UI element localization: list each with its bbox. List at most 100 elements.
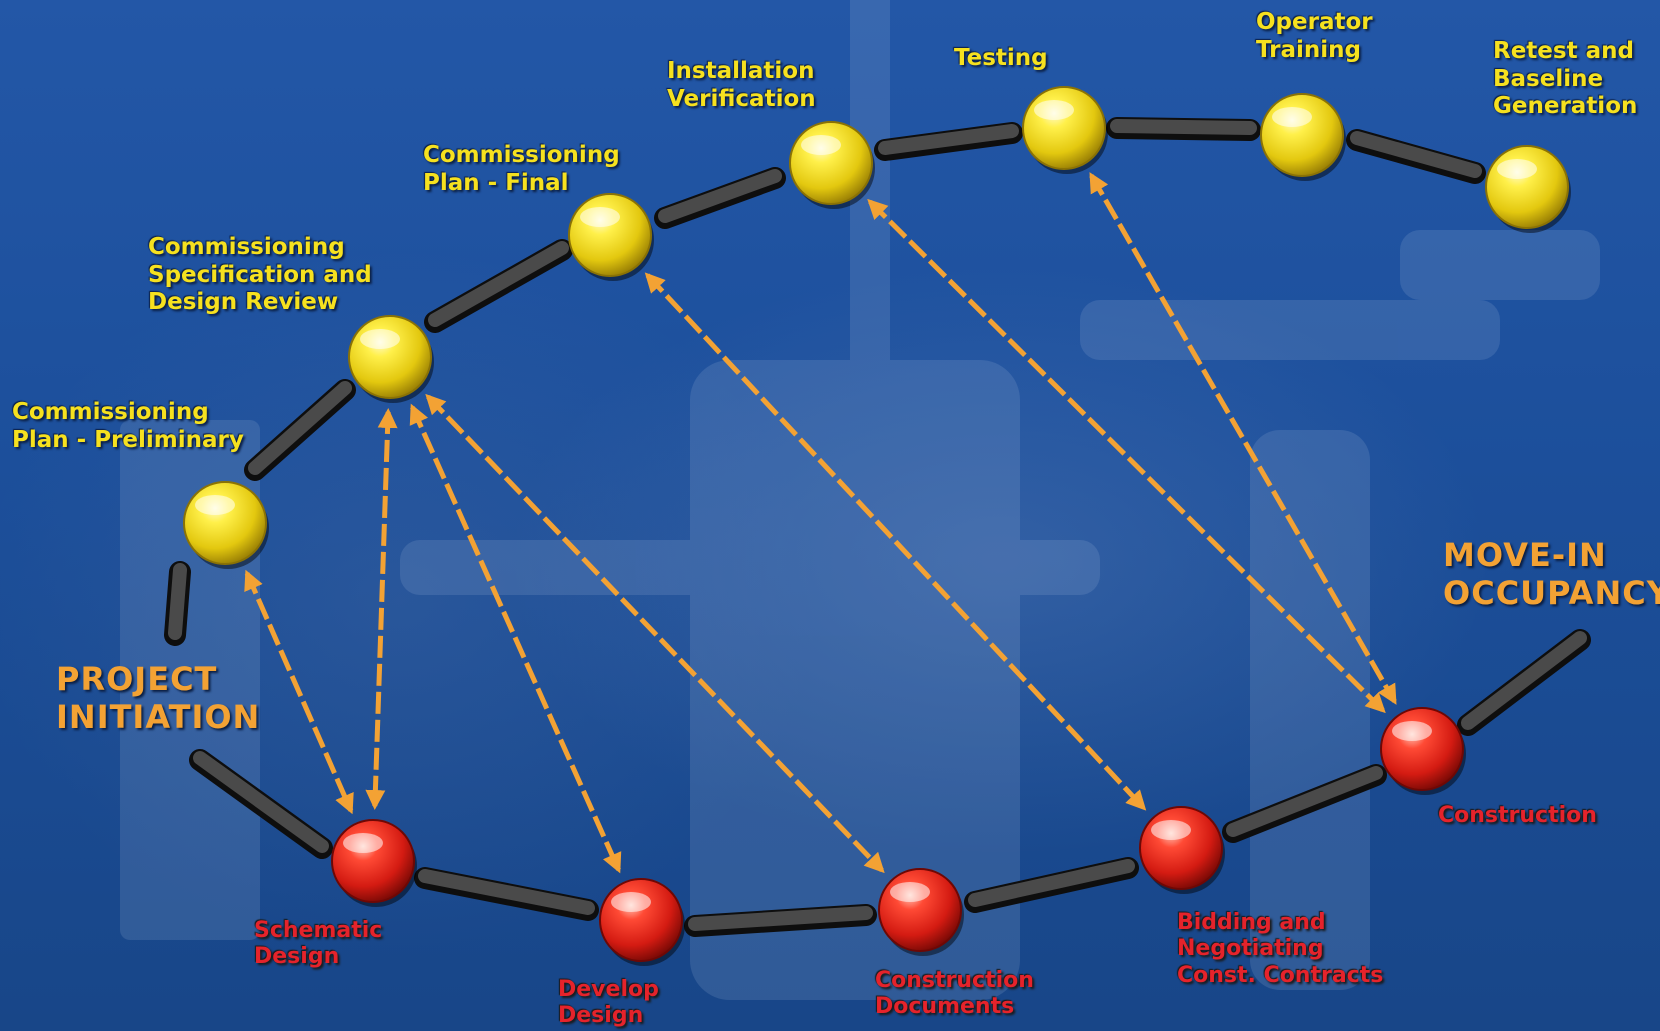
node-highlight (611, 892, 651, 912)
label-line: Generation (1493, 93, 1638, 120)
node-highlight (890, 882, 930, 902)
label-line: Design (558, 1003, 644, 1029)
label-line: Construction (1438, 803, 1597, 828)
node-cx-plan-prelim (183, 481, 269, 569)
label-bidding: Bidding and Negotiating Const. Contracts (1177, 910, 1383, 989)
track-segment (968, 859, 1135, 907)
commissioning-node (1485, 145, 1569, 229)
track-segment (418, 869, 595, 915)
label-line: Construction (875, 968, 1034, 993)
label-line: Develop (558, 977, 659, 1002)
label-line: Baseline (1493, 65, 1604, 92)
label-line: Operator (1256, 9, 1373, 35)
label-line: Design Review (148, 289, 339, 316)
track-segment (878, 124, 1019, 155)
label-line: Negotiating (1177, 936, 1324, 962)
node-develop-design (599, 878, 685, 966)
label-construction-docs: Construction Documents (875, 968, 1034, 1021)
commissioning-node (348, 315, 432, 399)
commissioning-node (183, 481, 267, 565)
node-highlight (360, 329, 400, 349)
track-segment (1461, 631, 1587, 730)
label-operator-training: Operator Training (1256, 9, 1373, 64)
node-construction-docs (878, 868, 964, 956)
label-line: Verification (667, 85, 816, 112)
track-segment (688, 906, 873, 931)
node-highlight (1151, 820, 1191, 840)
project-node (1380, 707, 1464, 791)
process-track (164, 117, 1591, 937)
node-operator-training (1260, 93, 1346, 181)
project-node (1139, 806, 1223, 890)
node-construction (1380, 707, 1466, 795)
label-cx-plan-final: Commissioning Plan - Final (423, 142, 620, 197)
label-line: Retest and (1493, 38, 1634, 64)
dependency-arrow (644, 272, 1147, 811)
node-testing (1022, 86, 1108, 174)
dependency-arrow (365, 407, 398, 811)
node-bidding (1139, 806, 1225, 894)
node-highlight (1272, 107, 1312, 127)
node-schematic-design (331, 819, 417, 907)
node-highlight (801, 135, 841, 155)
node-highlight (1497, 159, 1537, 179)
label-line: Commissioning (12, 399, 209, 425)
node-cx-spec-review (348, 315, 434, 403)
phase-label-line: PROJECT (56, 660, 218, 698)
commissioning-node (1022, 86, 1106, 170)
node-retest-baseline (1485, 145, 1571, 233)
label-schematic-design: Schematic Design (254, 918, 382, 971)
process-nodes (183, 86, 1571, 966)
label-line: Plan - Final (423, 169, 569, 196)
node-highlight (1392, 721, 1432, 741)
label-line: Commissioning (423, 142, 620, 168)
commissioning-node (789, 121, 873, 205)
phase-label-move-in-occupancy: MOVE-IN OCCUPANCY (1443, 536, 1660, 613)
project-node (878, 868, 962, 952)
track-segment (1110, 119, 1257, 135)
project-node (331, 819, 415, 903)
label-line: Bidding and (1177, 910, 1326, 935)
phase-label-line: MOVE-IN (1443, 536, 1607, 574)
phase-label-project-initiation: PROJECT INITIATION (56, 660, 260, 737)
label-cx-spec-review: Commissioning Specification and Design R… (148, 234, 372, 317)
node-cx-plan-final (568, 193, 654, 281)
node-highlight (1034, 100, 1074, 120)
label-line: Specification and (148, 261, 372, 288)
track-segment (248, 381, 352, 475)
label-line: Const. Contracts (1177, 962, 1384, 988)
dependency-arrow (409, 403, 622, 874)
label-line: Testing (954, 45, 1048, 71)
commissioning-node (1260, 93, 1344, 177)
label-retest-baseline: Retest and Baseline Generation (1493, 38, 1637, 121)
node-highlight (580, 207, 620, 227)
label-construction: Construction (1438, 803, 1597, 829)
track-segment (1226, 766, 1383, 837)
track-segment (658, 169, 782, 223)
commissioning-node (568, 193, 652, 277)
label-testing: Testing (954, 45, 1048, 73)
track-segment (168, 563, 187, 640)
dependency-arrow (244, 569, 354, 815)
dependency-arrow (1089, 172, 1397, 705)
label-cx-plan-prelim: Commissioning Plan - Preliminary (12, 399, 244, 454)
track-segment (428, 241, 569, 327)
label-install-verify: Installation Verification (667, 58, 816, 113)
label-line: Plan - Preliminary (12, 426, 244, 453)
label-line: Documents (875, 994, 1015, 1020)
label-line: Installation (667, 58, 815, 84)
label-line: Commissioning (148, 234, 345, 260)
project-node (599, 878, 683, 962)
node-install-verify (789, 121, 875, 209)
label-line: Schematic (254, 918, 383, 943)
label-line: Design (254, 944, 340, 970)
label-develop-design: Develop Design (558, 977, 659, 1030)
track-segment (1350, 131, 1482, 178)
node-highlight (195, 495, 235, 515)
phase-label-line: OCCUPANCY (1443, 574, 1660, 613)
phase-label-line: INITIATION (56, 698, 261, 737)
label-line: Training (1256, 36, 1362, 63)
node-highlight (343, 833, 383, 853)
